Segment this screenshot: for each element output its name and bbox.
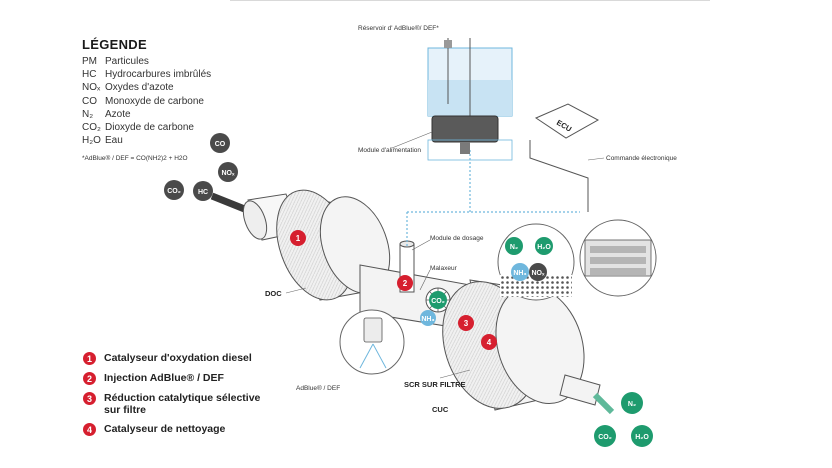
- mixer-bubble-label: NH₃: [421, 316, 434, 323]
- scr-filter-label: SCR SUR FILTRE: [404, 380, 466, 389]
- legend-abbr: HC: [82, 69, 97, 81]
- legend-abbr: NOₓ: [82, 82, 101, 94]
- marker-4: 4: [481, 334, 497, 350]
- marker-number: 3: [464, 319, 469, 328]
- legend-item: CO₂ Dioxyde de carbone: [82, 121, 211, 134]
- outlet-gas-label: N₂: [628, 401, 636, 408]
- step-item: 2 Injection AdBlue® / DEF: [83, 372, 264, 385]
- legend-item: N₂ Azote: [82, 108, 211, 121]
- reaction-bubble-nh3: NH₃: [511, 263, 529, 281]
- reaction-bubble-label: NOₓ: [531, 270, 545, 277]
- adblue-reservoir: [427, 38, 513, 117]
- legend-list: PM Particules HC Hydrocarbures imbrûlés NO…: [82, 55, 211, 147]
- adblue-nozzle-label: AdBlue® / DEF: [296, 384, 340, 392]
- cuc-label: CUC: [432, 405, 449, 414]
- legend-desc: Monoxyde de carbone: [105, 95, 204, 107]
- outlet-pipe: [559, 374, 601, 406]
- outlet-gas-co2: CO₂: [594, 425, 616, 447]
- step-number-badge: 2: [83, 372, 96, 385]
- reaction-bubble-nox: NOₓ: [529, 263, 547, 281]
- step-item: 3 Réduction catalytique sélective sur fi…: [83, 392, 264, 416]
- mixer-bubble-co2: CO₂: [429, 291, 447, 309]
- legend-item: CO Monoxyde de carbone: [82, 95, 211, 108]
- reaction-bubble-h2o: H₂O: [535, 237, 553, 255]
- reservoir-label: Réservoir d' AdBlue®/ DEF*: [358, 24, 439, 32]
- step-label: Catalyseur d'oxydation diesel: [104, 352, 252, 364]
- step-label: Catalyseur de nettoyage: [104, 423, 226, 435]
- step-number-badge: 1: [83, 352, 96, 365]
- step-item: 1 Catalyseur d'oxydation diesel: [83, 352, 264, 365]
- marker-number: 1: [296, 234, 301, 243]
- reaction-bubble-label: H₂O: [537, 244, 551, 251]
- legend-desc: Azote: [105, 108, 131, 120]
- marker-2: 2: [397, 275, 413, 291]
- legend-abbr: CO₂: [82, 122, 101, 134]
- step-label: Réduction catalytique sélective sur filt…: [104, 392, 261, 416]
- reaction-bubble-label: N₂: [510, 244, 518, 251]
- legend-desc: Oxydes d'azote: [105, 82, 174, 94]
- mixer-bubble-nh3: NH₃: [420, 310, 436, 326]
- inlet-gas-label: NOₓ: [221, 170, 235, 177]
- step-number-badge: 3: [83, 392, 96, 405]
- step-label: Injection AdBlue® / DEF: [104, 372, 224, 384]
- legend-abbr: N₂: [82, 108, 94, 120]
- ecu-cable: [529, 140, 589, 212]
- marker-number: 4: [487, 338, 492, 347]
- leader-lines: [285, 131, 605, 379]
- legend-abbr: H₂O: [82, 135, 101, 147]
- mixer-bubble-label: CO₂: [431, 298, 445, 305]
- legend-item: HC Hydrocarbures imbrûlés: [82, 68, 211, 81]
- step-number-badge: 4: [83, 423, 96, 436]
- marker-1: 1: [290, 230, 306, 246]
- legend-item: H₂O Eau: [82, 134, 211, 147]
- dosing-module-label: Module de dosage: [430, 235, 484, 242]
- outlet-gas-h2o: H₂O: [631, 425, 653, 447]
- legend-desc: Particules: [105, 56, 149, 67]
- outlet-gas-label: H₂O: [635, 434, 649, 441]
- legend-desc: Hydrocarbures imbrûlés: [105, 69, 212, 81]
- marker-number: 2: [403, 279, 408, 288]
- inlet-gas-co: CO: [210, 133, 230, 153]
- inlet-gas-hc: HC: [193, 181, 213, 201]
- reaction-bubble-label: NH₃: [513, 270, 526, 277]
- ecu-unit: ECU: [534, 103, 600, 139]
- electronic-control-label: Commande électronique: [606, 155, 677, 162]
- exhaust-outlet-stream: [592, 392, 615, 415]
- inlet-gas-co2: CO₂: [164, 180, 184, 200]
- inlet-gas-label: HC: [198, 189, 208, 196]
- legend-abbr: PM: [82, 56, 97, 67]
- legend-desc: Dioxyde de carbone: [105, 122, 194, 134]
- reservoir-frame: [427, 139, 513, 161]
- outlet-gas-label: CO₂: [598, 434, 612, 441]
- step-item: 4 Catalyseur de nettoyage: [83, 423, 264, 436]
- inlet-gas-label: CO: [215, 141, 226, 148]
- outlet-gas-n2: N₂: [621, 392, 643, 414]
- top-divider: [230, 0, 710, 1]
- reaction-bubble-n2: N₂: [505, 237, 523, 255]
- inlet-gas-label: CO₂: [167, 188, 181, 195]
- supply-module-label: Module d'alimentation: [358, 147, 421, 154]
- nozzle-inset: [339, 309, 405, 375]
- reaction-inset: [497, 223, 575, 301]
- supply-module: [431, 115, 499, 154]
- legend: LÉGENDE PM Particules HC Hydrocarbures imb…: [82, 37, 211, 162]
- legend-item: PM Particules: [82, 55, 211, 68]
- doc-label: DOC: [265, 289, 282, 298]
- step-list: 1 Catalyseur d'oxydation diesel 2 Inject…: [83, 352, 264, 443]
- legend-title: LÉGENDE: [82, 37, 147, 52]
- adblue-formula: *AdBlue® / DEF = CO(NH2)2 + H2O: [82, 155, 188, 163]
- mixer-label: Malaxeur: [430, 265, 458, 272]
- marker-3: 3: [458, 315, 474, 331]
- legend-item: NOₓ Oxydes d'azote: [82, 81, 211, 94]
- inlet-gas-nox: NOₓ: [218, 162, 238, 182]
- legend-abbr: CO: [82, 95, 97, 107]
- legend-desc: Eau: [105, 135, 123, 147]
- filter-inset: [579, 219, 657, 297]
